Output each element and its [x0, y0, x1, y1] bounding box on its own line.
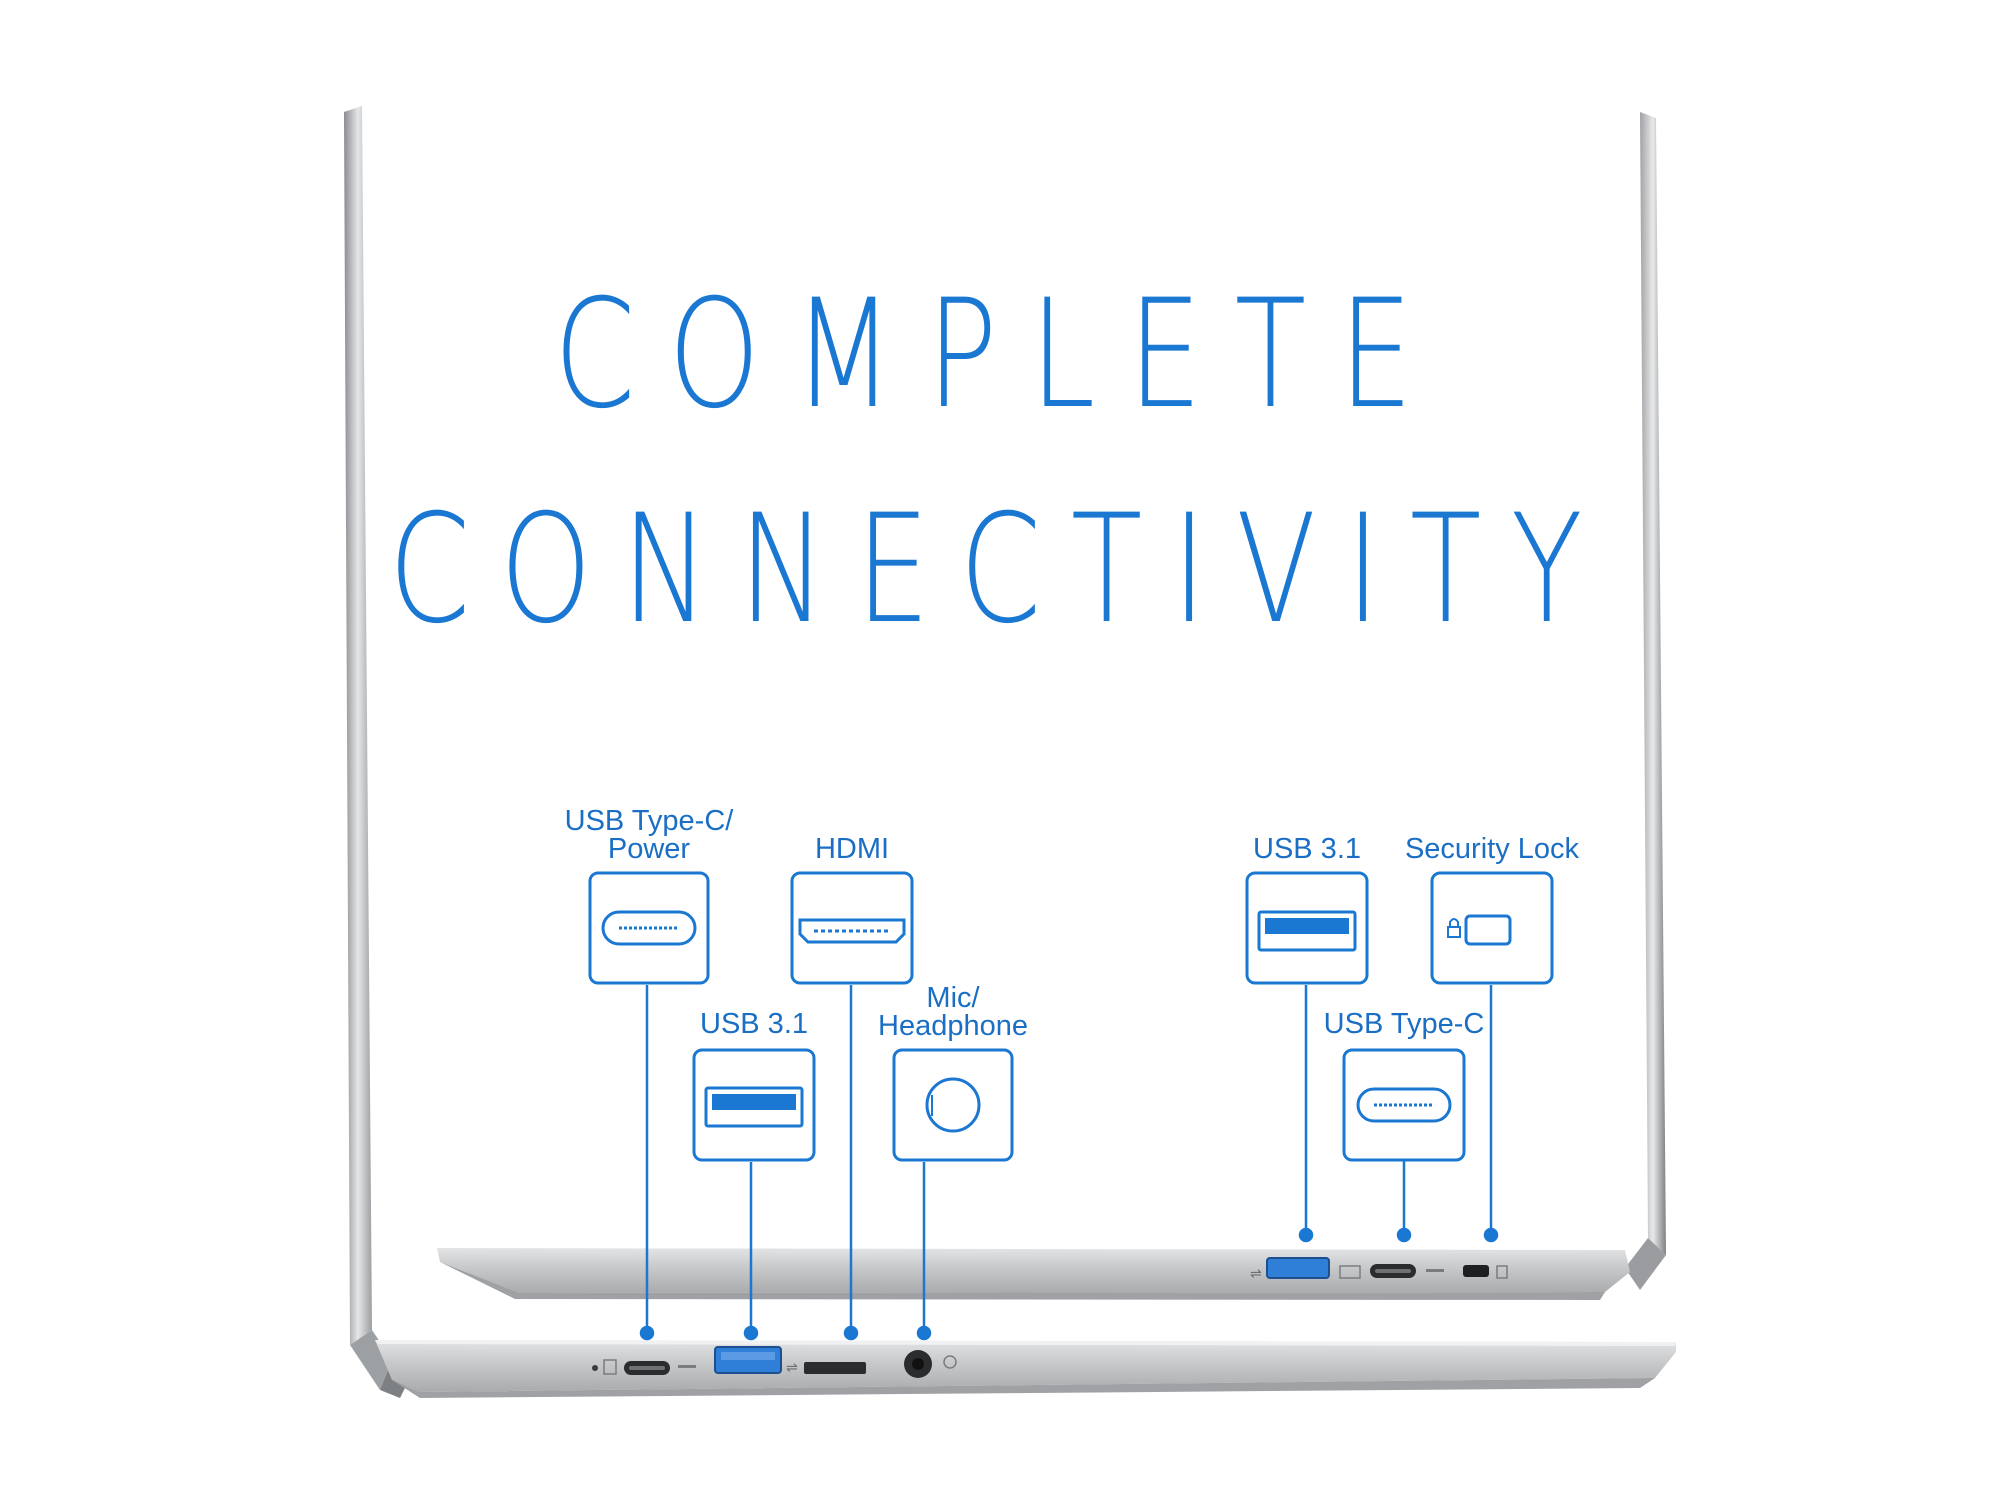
mic-headphone-label: Mic/ Headphone: [843, 982, 1063, 1042]
usb-type-c-power-label-line-1: USB Type-C/: [564, 805, 734, 837]
right-base-ports: ⇌: [1250, 1257, 1508, 1282]
svg-text:⇌: ⇌: [1250, 1266, 1262, 1282]
security-lock-label-text: Security Lock: [1404, 833, 1580, 865]
usb-type-c-power-label: USB Type-C/ Power: [549, 805, 749, 865]
left-base: [375, 1340, 1676, 1398]
usb-3-1-left-label-text: USB 3.1: [700, 1008, 808, 1040]
usb-type-c-right-label-text: USB Type-C: [1323, 1008, 1485, 1040]
audio-jack-icon: [925, 1077, 981, 1133]
right-lid-edge: [1625, 112, 1666, 1290]
hdmi-icon: [798, 918, 906, 944]
headline-line-1-text: COMPLETE: [554, 268, 1446, 442]
left-base-ports: ⇌: [592, 1346, 957, 1378]
security-lock-icon: [1447, 914, 1512, 946]
mic-headphone-label-line-2: Headphone: [878, 1010, 1028, 1042]
usb-a-icon: [1257, 910, 1357, 952]
usb-type-c-icon: [601, 910, 697, 946]
mic-headphone-box: [892, 1048, 1014, 1162]
usb-3-1-right-label-text: USB 3.1: [1253, 833, 1361, 865]
headline-line-2-text: CONNECTIVITY: [388, 483, 1612, 657]
security-lock-box: [1430, 871, 1554, 985]
usb-3-1-left-label: USB 3.1: [654, 1008, 854, 1040]
security-lock-label: Security Lock: [1372, 833, 1612, 865]
svg-text:⇌: ⇌: [786, 1360, 798, 1376]
hdmi-box: [790, 871, 914, 985]
hdmi-label-text: HDMI: [814, 833, 890, 865]
usb-type-c-icon: [1356, 1087, 1452, 1123]
usb-a-icon: [704, 1086, 804, 1128]
headline-line-1: COMPLETE: [0, 280, 2000, 430]
usb-type-c-right-label: USB Type-C: [1294, 1008, 1514, 1040]
right-base: [437, 1248, 1630, 1300]
mic-headphone-label-line-1: Mic/: [926, 982, 980, 1014]
usb-3-1-right-label: USB 3.1: [1207, 833, 1407, 865]
hdmi-label: HDMI: [752, 833, 952, 865]
headline-line-2: CONNECTIVITY: [0, 495, 2000, 645]
leader-lines: [639, 985, 1499, 1341]
usb-type-c-power-label-line-2: Power: [607, 833, 691, 865]
